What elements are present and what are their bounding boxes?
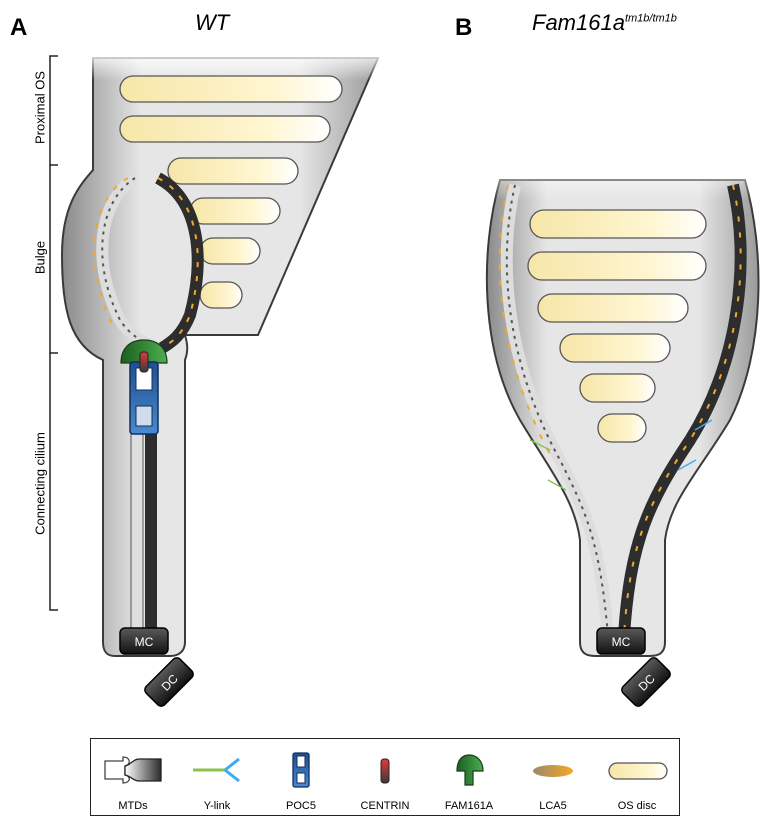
wt-disc-6 [200, 282, 242, 308]
legend-item-centrin: CENTRIN [343, 739, 427, 815]
bulge-bracket [50, 165, 58, 353]
legend-item-ylink: Y-link [175, 739, 259, 815]
wt-disc-1 [120, 76, 342, 102]
wt-membrane [62, 58, 378, 656]
mutant-disc-2 [528, 252, 706, 280]
legend-item-lca5: LCA5 [511, 739, 595, 815]
wt-centrin [140, 352, 148, 372]
legend-label-osdisc: OS disc [595, 800, 679, 812]
panel-b-cilium: MC DC [478, 150, 768, 708]
poc5-icon [259, 751, 343, 789]
region-brackets [50, 56, 58, 610]
proximal-os-bracket [50, 56, 58, 165]
panel-a-cilium: MC DC [62, 50, 382, 708]
wt-disc-2 [120, 116, 330, 142]
legend-label-fam161a: FAM161A [427, 800, 511, 812]
mutant-disc-5 [580, 374, 655, 402]
legend-item-poc5: POC5 [259, 739, 343, 815]
mutant-disc-6 [598, 414, 646, 442]
mutant-daughter-centriole: DC [620, 656, 672, 708]
mutant-disc-3 [538, 294, 688, 322]
legend-item-mtds: MTDs [91, 739, 175, 815]
fam161a-icon [427, 751, 511, 789]
wt-daughter-centriole: DC [143, 656, 195, 708]
wt-disc-3 [168, 158, 298, 184]
mutant-disc-4 [560, 334, 670, 362]
mtds-icon [91, 751, 175, 789]
wt-disc-5 [200, 238, 260, 264]
legend-item-osdisc: OS disc [595, 739, 679, 815]
lca5-icon [511, 751, 595, 789]
wt-disc-4 [190, 198, 280, 224]
legend-label-mtds: MTDs [91, 800, 175, 812]
legend-label-lca5: LCA5 [511, 800, 595, 812]
mutant-disc-1 [530, 210, 706, 238]
ylink-icon [175, 751, 259, 789]
mutant-mc-label: MC [612, 635, 631, 649]
mutant-membrane-fade [478, 150, 768, 200]
legend-label-centrin: CENTRIN [343, 800, 427, 812]
legend: MTDs Y-link POC5 CENTRIN [90, 738, 680, 816]
legend-label-poc5: POC5 [259, 800, 343, 812]
centrin-icon [343, 751, 427, 789]
wt-poc5-window-bottom [136, 406, 152, 426]
connecting-cilium-bracket [50, 353, 58, 610]
wt-mc-label: MC [135, 635, 154, 649]
legend-item-fam161a: FAM161A [427, 739, 511, 815]
legend-label-ylink: Y-link [175, 800, 259, 812]
os-disc-icon [595, 751, 679, 789]
